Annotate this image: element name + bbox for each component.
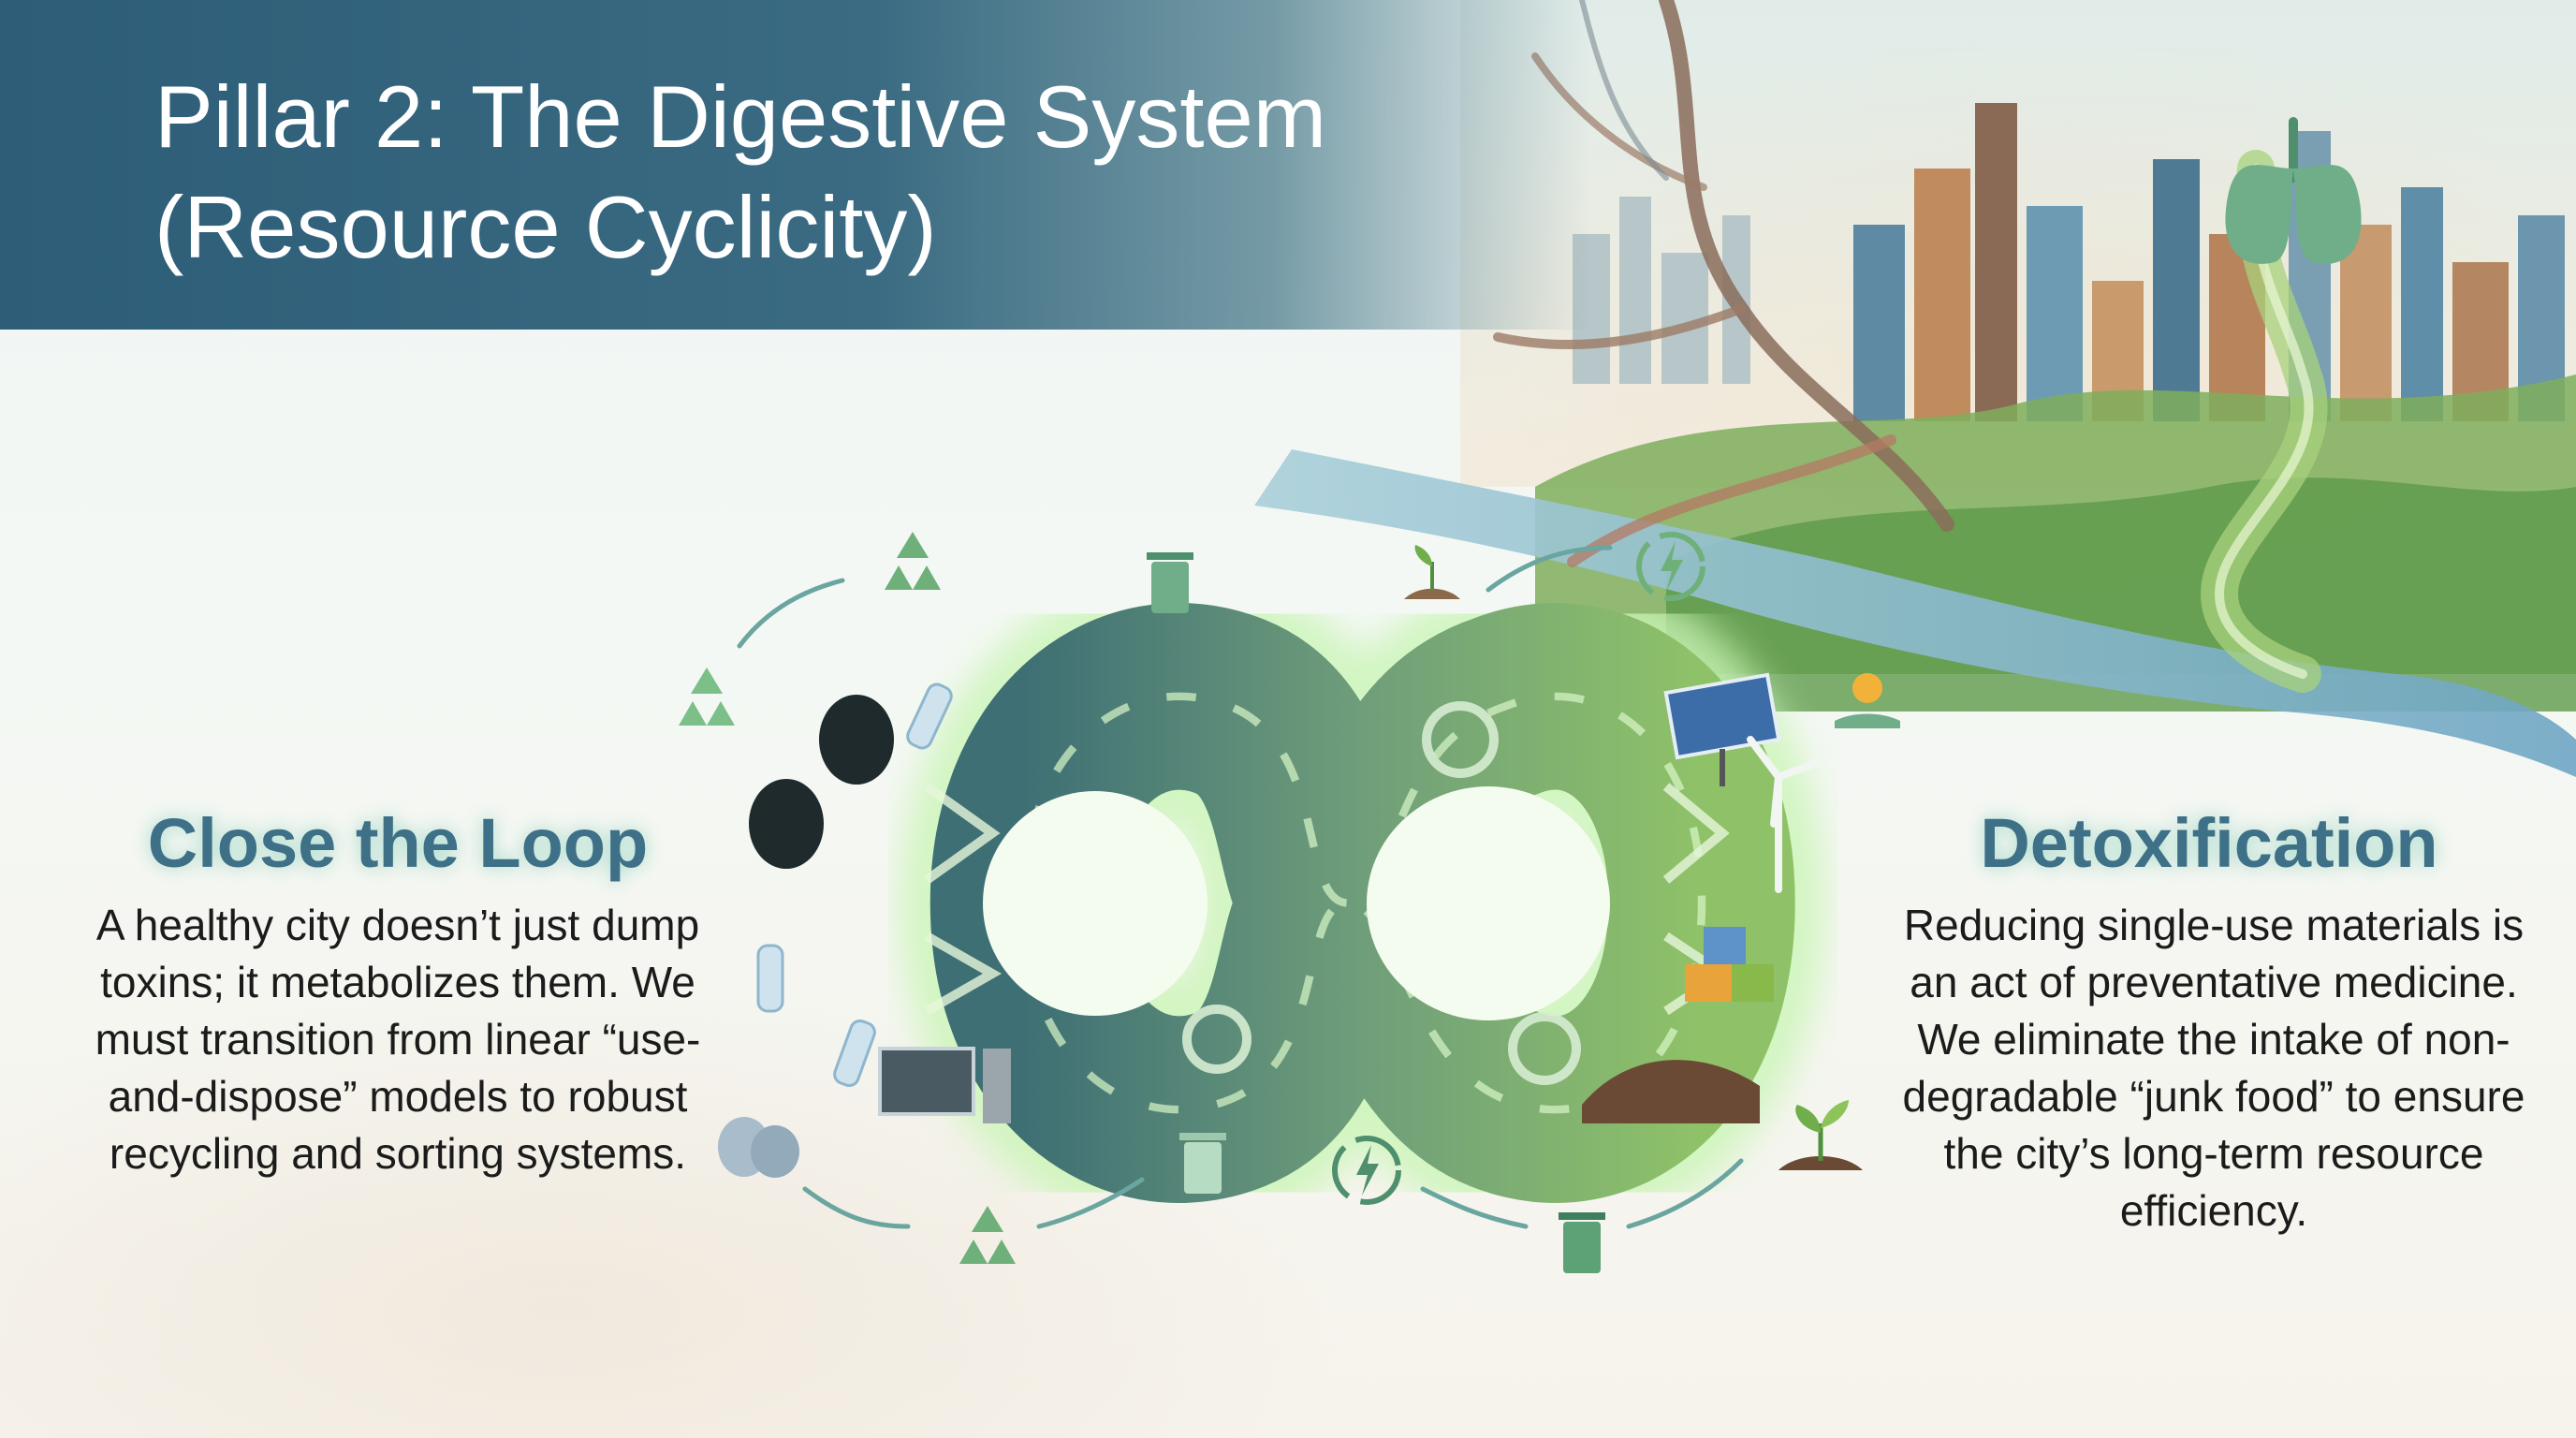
computer-icon [878, 1047, 1011, 1123]
sprout-icon [1778, 1100, 1863, 1170]
recycle-icon [885, 532, 941, 590]
trash-bin-icon [1147, 552, 1193, 613]
garbage-bag-icon [749, 695, 894, 869]
lungs-icon [2225, 117, 2362, 264]
energy-cycle-icon [1332, 1136, 1401, 1205]
plastic-bottle-icon [756, 682, 953, 1088]
energy-cycle-icon [1636, 532, 1705, 601]
loop-left-hole [983, 791, 1208, 1016]
sun-hand-icon [1835, 673, 1900, 728]
loop-highlight [1019, 692, 1706, 1114]
recycle-icon [959, 1206, 1016, 1264]
title-line-1: Pillar 2: The Digestive System [154, 67, 1327, 166]
detoxification-heading: Detoxification [1980, 804, 2438, 882]
infinity-loop-diagram [749, 573, 1825, 1233]
recycle-icon [679, 668, 735, 726]
trash-bin-icon [1179, 1133, 1226, 1194]
wind-turbine-icon [1747, 736, 1820, 893]
trash-bin-icon [1559, 1212, 1605, 1273]
city-river-illustration [1254, 0, 2576, 777]
building-blocks-icon [1685, 927, 1774, 1002]
city-buildings [1853, 103, 2565, 421]
close-the-loop-heading: Close the Loop [147, 804, 649, 882]
detoxification-body: Reducing single-use materials is an act … [1902, 901, 2525, 1235]
page-title: Pillar 2: The Digestive System (Resource… [154, 62, 1465, 283]
sprout-icon [1404, 545, 1460, 599]
soil-icon [1582, 1060, 1760, 1123]
gear-icon [1182, 701, 1581, 1085]
loop-right-hole [1367, 786, 1610, 1020]
garbage-bag-icon [718, 1117, 799, 1178]
title-band [0, 0, 1591, 330]
title-line-2: (Resource Cyclicity) [154, 178, 937, 276]
close-the-loop-body: A healthy city doesn’t just dump toxins;… [95, 901, 701, 1178]
